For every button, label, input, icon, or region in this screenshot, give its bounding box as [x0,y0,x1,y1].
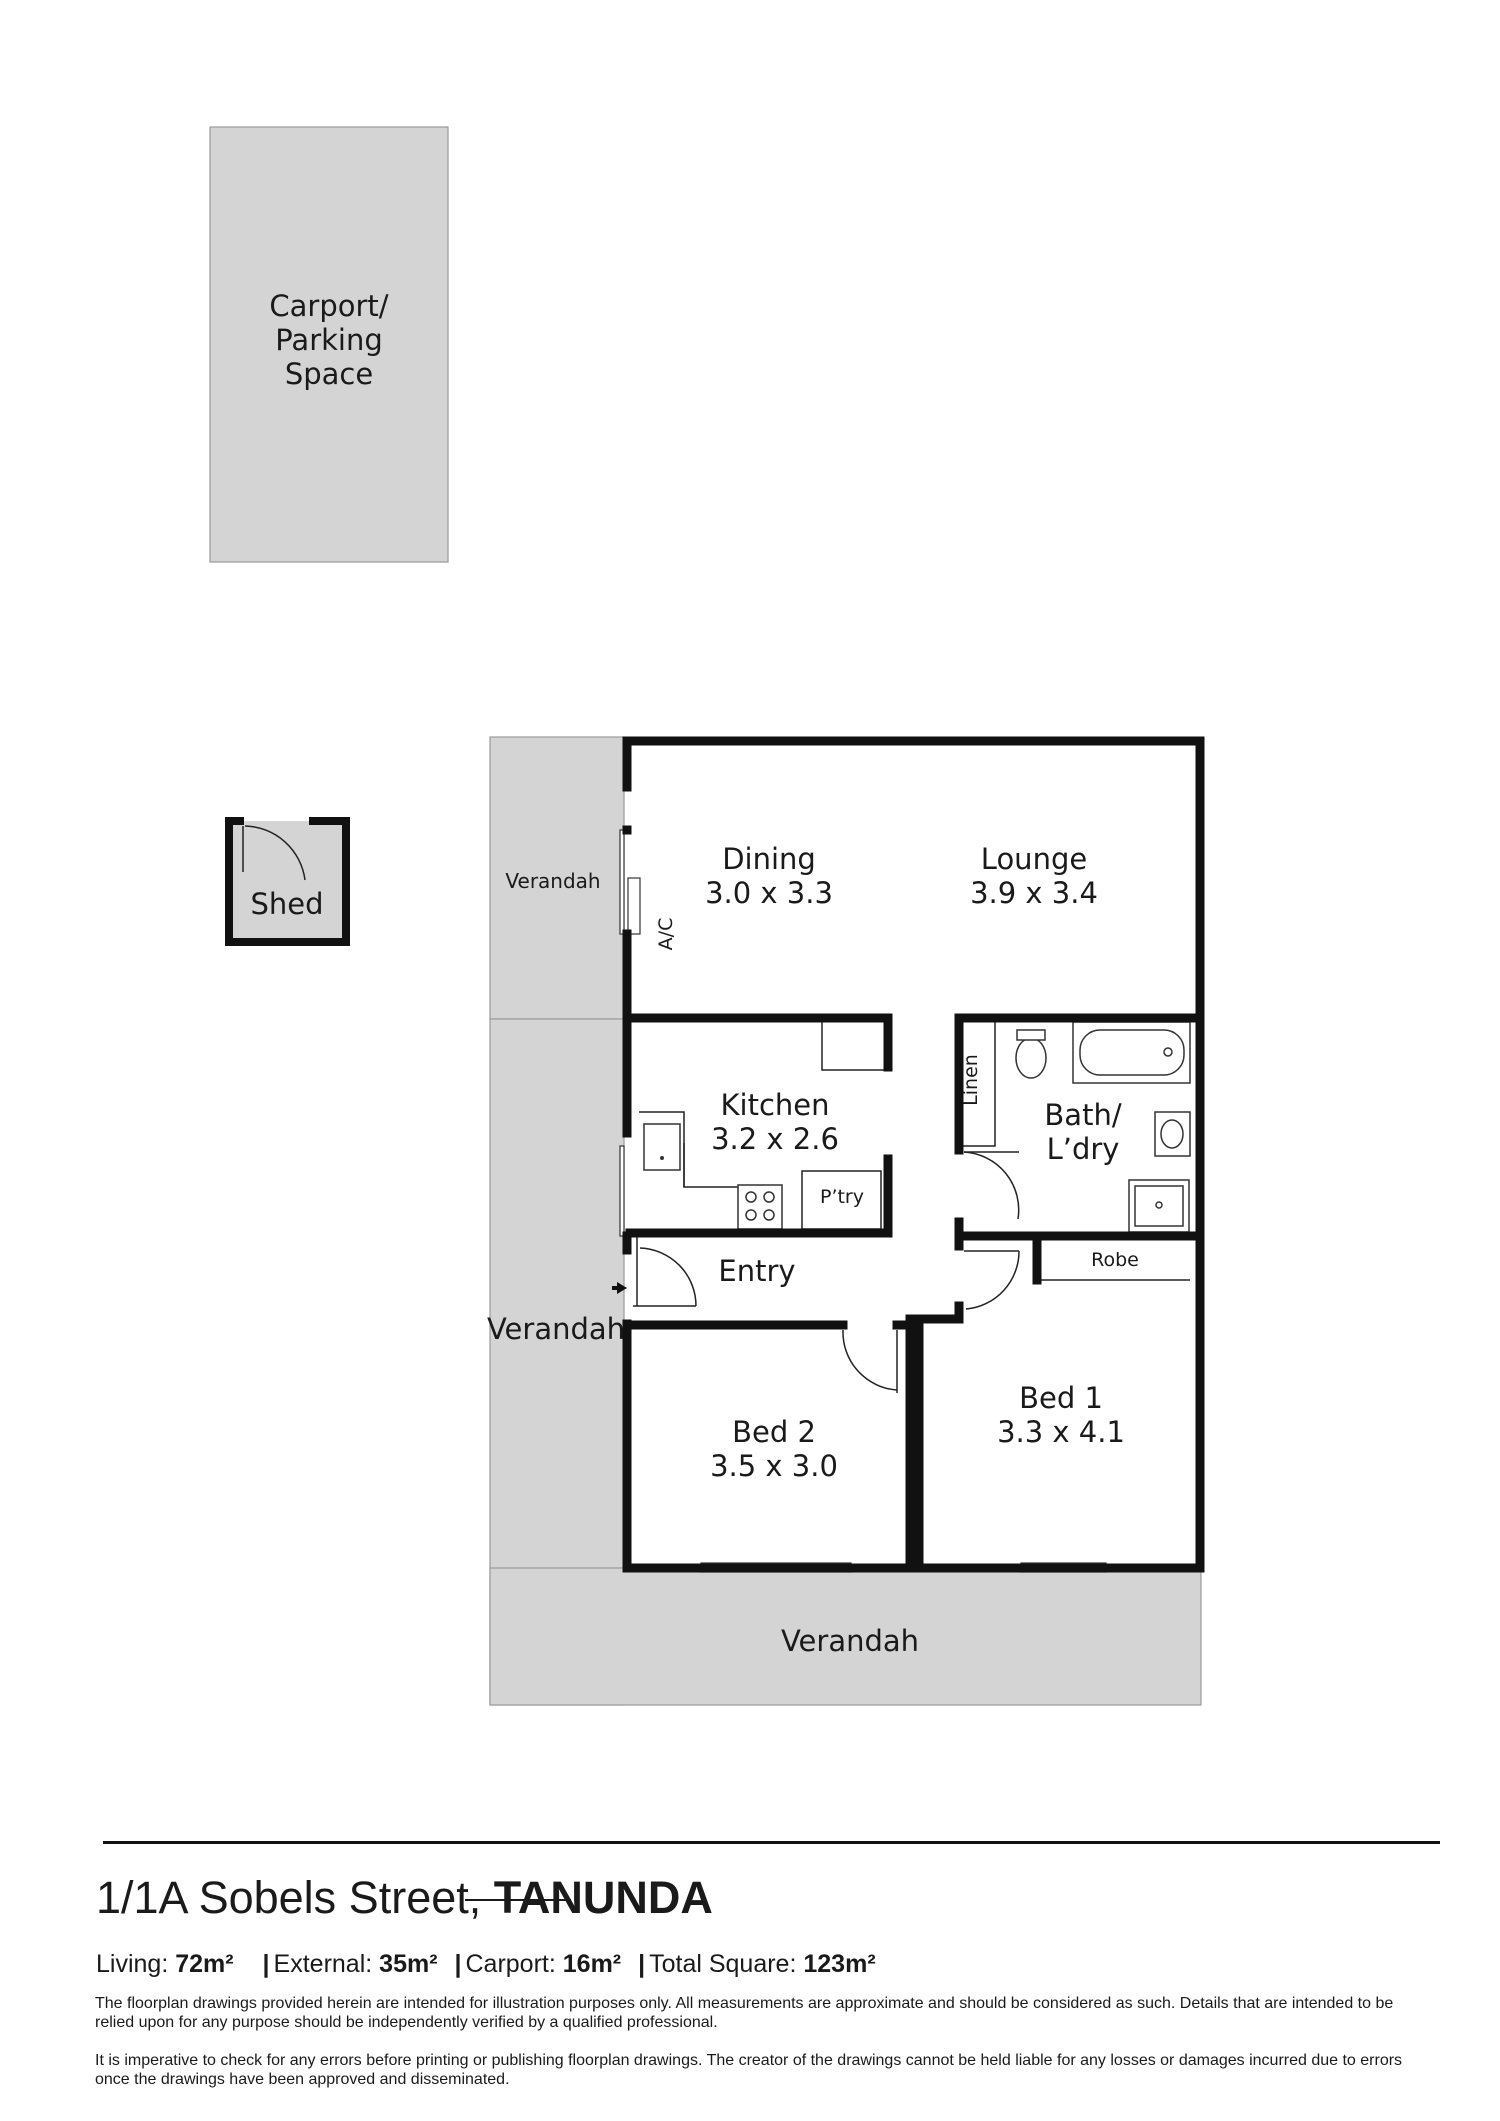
bed1-name: Bed 1 [1019,1381,1103,1415]
verandah-areas: Verandah Verandah Verandah [487,736,1202,1706]
area-separator: | [262,1950,270,1978]
kitchen-name: Kitchen [721,1088,830,1122]
verandah-mid-label: Verandah [487,1312,625,1346]
area-carport: Carport: 16m² [465,1950,622,1978]
entry-label: Entry [718,1254,795,1288]
disclaimer-illustration: The floorplan drawings provided herein a… [95,1995,1394,2031]
linen-label: Linen [960,1054,982,1106]
shed: Shed [225,817,350,946]
area-summary: Living: 72m² |External: 35m² |Carport: 1… [96,1950,876,1979]
area-external: External: 35m² [273,1950,438,1978]
address-comma: , TANUNDA [468,1872,713,1923]
suburb-name: TANUNDA [493,1872,713,1923]
verandah-bottom-label: Verandah [781,1624,919,1658]
carport-label-2: Parking [275,323,383,357]
bath-label-1: Bath/ [1044,1098,1121,1132]
disclaimer-liability: It is imperative to check for any errors… [95,2052,1403,2088]
bed2-size: 3.5 x 3.0 [710,1449,838,1483]
shed-label: Shed [250,887,323,921]
area-separator: | [638,1950,646,1978]
area-separator: | [454,1950,462,1978]
bed1-size: 3.3 x 4.1 [997,1415,1125,1449]
walls [622,736,1205,1573]
room-labels: A/C Dining 3.0 x 3.3 Lounge 3.9 x 3.4 Ki… [655,842,1139,1483]
robe-label: Robe [1091,1249,1139,1271]
area-living: Living: 72m² [96,1950,234,1978]
property-address: 1/1A Sobels Street, TANUNDA [96,1872,713,1924]
bed2-name: Bed 2 [732,1415,816,1449]
dining-name: Dining [722,842,816,876]
verandah-top-label: Verandah [505,869,600,893]
footer-divider [103,1841,1440,1844]
carport-label-3: Space [285,357,373,391]
dining-size: 3.0 x 3.3 [705,876,833,910]
lounge-name: Lounge [981,842,1087,876]
bath-label-2: L’dry [1047,1132,1120,1166]
ac-label: A/C [655,918,677,951]
street-name: 1/1A Sobels Street [96,1872,469,1923]
carport: Carport/ Parking Space [209,126,449,563]
carport-label-1: Carport/ [269,289,388,323]
area-total: Total Square: 123m² [649,1950,876,1978]
kitchen-size: 3.2 x 2.6 [711,1122,839,1156]
lounge-size: 3.9 x 3.4 [970,876,1098,910]
pantry-label: P’try [820,1186,864,1208]
floor-plan: Carport/ Parking Space Shed Verandah Ver… [209,126,1205,1706]
